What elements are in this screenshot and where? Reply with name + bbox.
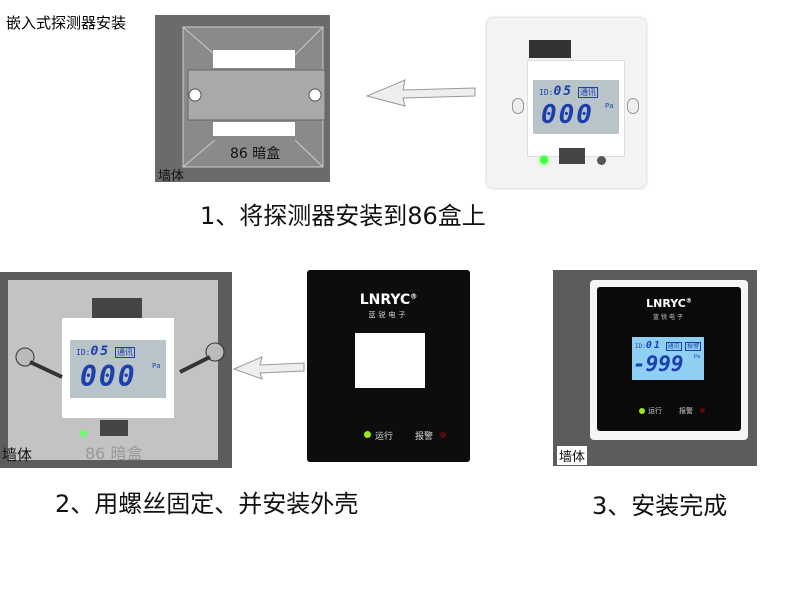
arrow-left-icon <box>232 356 305 380</box>
installed-device: LNRYC® 蓝锐电子 ID:01 通讯 报警 -999 Pa 运行 报警 墙体 <box>553 270 757 466</box>
step1-caption: 1、将探测器安装到86盒上 <box>200 202 486 230</box>
box-label: 86 暗盒 <box>230 146 281 162</box>
mounted-device: ID:05 通讯 000 Pa 墙体 86 暗盒 <box>0 272 232 468</box>
led-red-icon <box>700 408 705 413</box>
brand-mark: ® <box>685 297 692 305</box>
diagram-title: 嵌入式探测器安装 <box>6 14 127 32</box>
device-face: LNRYC® 蓝锐电子 ID:01 通讯 报警 -999 Pa 运行 报警 <box>597 287 741 431</box>
sensor-port-icon <box>597 156 606 165</box>
wall-label: 墙体 <box>2 446 33 464</box>
lcd-display: ID:05 通讯 000 Pa <box>68 338 168 400</box>
comm-badge: 通讯 <box>114 347 135 358</box>
brand-logo: LNRYC <box>646 297 686 310</box>
unit-label: Pa <box>605 102 614 110</box>
id-label: ID: <box>76 348 91 357</box>
connector <box>100 420 128 436</box>
lcd-display: ID:05 通讯 000 Pa <box>531 78 621 136</box>
comm-badge: 通讯 <box>665 342 682 351</box>
mounting-hole <box>627 98 639 114</box>
dip-switch <box>529 40 571 58</box>
led-green-icon <box>80 430 87 437</box>
led-green-icon <box>540 156 548 164</box>
led-green-icon <box>639 408 645 414</box>
reading-value: -999 <box>633 352 684 376</box>
display-window <box>355 333 425 388</box>
brand-cn: 蓝锐电子 <box>652 314 685 321</box>
led-red-icon <box>440 432 446 438</box>
wall-label: 墙体 <box>557 446 588 465</box>
detector-device: ID:05 通讯 000 Pa <box>487 18 646 188</box>
screw-icon <box>15 342 225 379</box>
run-label: 运行 <box>648 407 662 415</box>
comm-badge: 通讯 <box>577 87 598 98</box>
unit-label: Pa <box>694 354 701 360</box>
alarm-label: 报警 <box>415 432 434 442</box>
id-label: ID: <box>635 343 646 350</box>
alarm-label: 报警 <box>679 407 693 415</box>
dip-switch <box>92 298 142 320</box>
id-value: 05 <box>553 84 574 99</box>
mounting-hole <box>512 98 524 114</box>
led-green-icon <box>364 431 371 438</box>
lcd-display: ID:01 通讯 报警 -999 Pa <box>632 337 704 380</box>
brand-logo: LNRYC <box>359 292 411 308</box>
alarm-badge: 报警 <box>685 342 702 351</box>
wall-label: 墙体 <box>158 169 185 184</box>
id-value: 05 <box>90 344 111 359</box>
step3-caption: 3、安装完成 <box>592 492 728 520</box>
reading-value: 000 <box>541 100 594 130</box>
arrow-left-icon <box>365 79 476 107</box>
faceplate-cover: LNRYC® 蓝锐电子 运行 报警 <box>307 270 470 462</box>
id-value: 01 <box>645 340 662 351</box>
junction-box-diagram: 86 暗盒 墙体 <box>155 15 330 184</box>
box-outline <box>182 26 326 168</box>
connector <box>559 148 585 164</box>
brand-mark: ® <box>410 292 418 301</box>
id-label: ID: <box>539 88 554 97</box>
step2-caption: 2、用螺丝固定、并安装外壳 <box>55 490 359 518</box>
brand-cn: 蓝锐电子 <box>368 311 409 319</box>
box-label: 86 暗盒 <box>85 444 143 463</box>
run-label: 运行 <box>375 432 394 442</box>
unit-label: Pa <box>152 362 161 370</box>
reading-value: 000 <box>80 360 137 393</box>
